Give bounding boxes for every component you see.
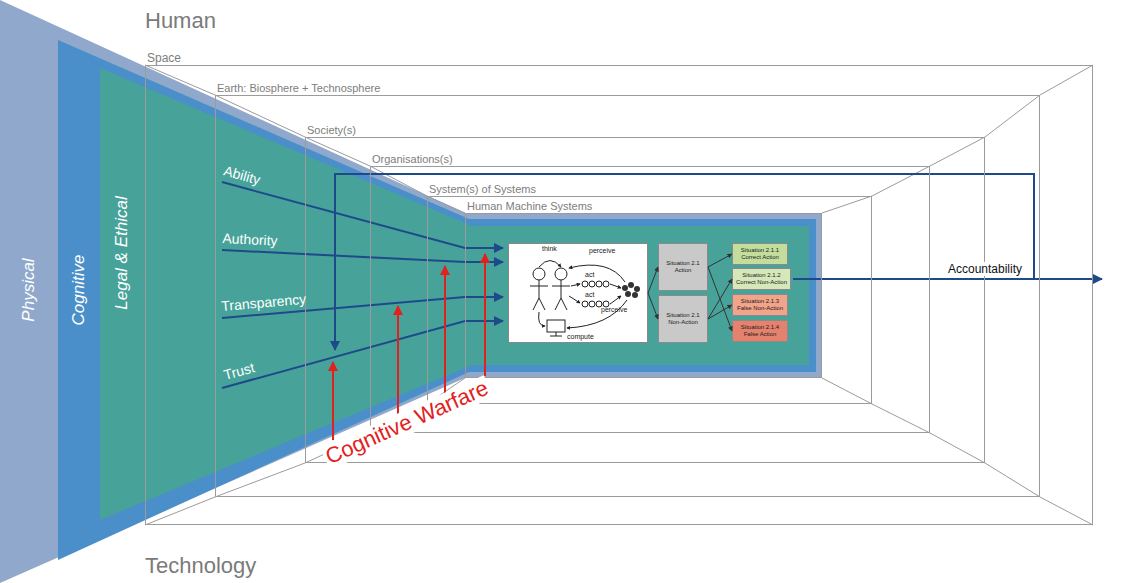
box-text: False Non-Action bbox=[737, 305, 783, 312]
threat-label: Cognitive Warfare bbox=[320, 375, 494, 470]
factor-arrow bbox=[222, 321, 503, 388]
act-arrow bbox=[610, 296, 621, 304]
stick-figures bbox=[530, 261, 627, 337]
option-dot bbox=[596, 281, 602, 287]
attack-arrow bbox=[332, 362, 334, 440]
box-text: Situation 2.1.2 bbox=[742, 272, 780, 279]
band-label: Physical bbox=[19, 258, 39, 321]
act-arrow bbox=[569, 296, 580, 303]
illustration-label: perceive bbox=[601, 306, 627, 314]
illustration-label: perceive bbox=[589, 247, 615, 255]
figure-body bbox=[552, 280, 570, 310]
box-text: Situation 2.1 bbox=[666, 260, 699, 267]
frame-label: System(s) of Systems bbox=[429, 183, 536, 196]
factor-label: Authority bbox=[222, 230, 278, 249]
figure-head bbox=[555, 268, 567, 280]
illustration-label: act bbox=[585, 271, 594, 279]
accountability-label: Accountability bbox=[946, 262, 1024, 276]
outcome-box: Situation 2.1.1Correct Action bbox=[732, 243, 788, 265]
flow-connector bbox=[648, 293, 658, 319]
environment-icon bbox=[622, 282, 640, 298]
factor-arrows bbox=[222, 182, 503, 388]
flow-connector bbox=[708, 254, 732, 267]
depth-line bbox=[822, 378, 1093, 525]
box-text: Situation 2.1.3 bbox=[741, 298, 779, 305]
factor-label: Ability bbox=[222, 163, 262, 188]
compute-arc bbox=[539, 312, 545, 326]
band-label: Cognitive bbox=[69, 255, 89, 326]
box-text: Situation 2.1.1 bbox=[741, 247, 779, 254]
computer-screen bbox=[547, 320, 565, 332]
perceive-arc bbox=[567, 300, 627, 328]
environment-dot bbox=[634, 286, 640, 292]
environment-dot bbox=[628, 282, 634, 288]
frame-label: Earth: Biosphere + Technosphere bbox=[217, 82, 380, 95]
act-arrow bbox=[571, 284, 580, 286]
situation-box: Situation 2.1Action bbox=[658, 243, 708, 291]
think-arc bbox=[539, 261, 561, 268]
frame-label: Human Machine Systems bbox=[467, 200, 592, 213]
human-machine-illustration bbox=[509, 244, 647, 342]
box-text: Correct Non-Action bbox=[736, 279, 787, 286]
option-dot bbox=[603, 281, 609, 287]
outcome-box: Situation 2.1.3False Non-Action bbox=[732, 294, 788, 316]
box-text: Action bbox=[675, 267, 692, 274]
flow-connector bbox=[648, 267, 658, 293]
illustration-label: compute bbox=[567, 333, 594, 341]
frame-label: Space bbox=[147, 52, 181, 65]
frame-label: Organisations(s) bbox=[372, 153, 453, 166]
illustration-label: act bbox=[585, 291, 594, 299]
computer-stand bbox=[550, 332, 562, 336]
act-arrow bbox=[610, 284, 621, 288]
perceive-arc bbox=[569, 265, 625, 282]
band-fill bbox=[0, 0, 822, 583]
illustration-box: think perceive act act compute perceive bbox=[508, 243, 648, 343]
band-label: Legal & Ethical bbox=[112, 196, 132, 309]
tunnel-depth-lines bbox=[145, 65, 1093, 525]
band-fill bbox=[100, 68, 809, 520]
box-text: Non-Action bbox=[668, 319, 698, 326]
environment-dot bbox=[625, 291, 631, 297]
environment-dot bbox=[632, 292, 638, 298]
flow-connector bbox=[708, 305, 732, 319]
flow-connector bbox=[708, 279, 732, 319]
outcome-box: Situation 2.1.4False Action bbox=[732, 320, 788, 342]
option-dot bbox=[589, 301, 595, 307]
attack-arrow bbox=[397, 306, 399, 414]
axis-label: Technology bbox=[145, 553, 256, 579]
box-text: False Action bbox=[744, 331, 777, 338]
flow-connector bbox=[708, 267, 732, 331]
box-text: Situation 2.1.4 bbox=[741, 324, 779, 331]
outcome-box: Situation 2.1.2Correct Non-Action bbox=[732, 268, 791, 290]
figure-head bbox=[533, 268, 545, 280]
accountability-lines bbox=[335, 174, 1102, 350]
box-text: Correct Action bbox=[741, 254, 779, 261]
factor-arrow bbox=[222, 250, 503, 262]
factor-label: Transparency bbox=[221, 291, 307, 314]
human-machine-frame: Human Machine Systems bbox=[465, 213, 822, 378]
factor-label: Trust bbox=[222, 359, 256, 383]
option-dot bbox=[582, 301, 588, 307]
earth-frame: Earth: Biosphere + TechnosphereSociety(s… bbox=[215, 95, 1040, 497]
accountability-arrow bbox=[793, 278, 1102, 280]
box-text: Situation 2.1 bbox=[666, 312, 699, 319]
figure-body bbox=[530, 280, 548, 310]
depth-line bbox=[822, 65, 1093, 213]
attack-arrow bbox=[484, 254, 486, 376]
frame-label: Society(s) bbox=[307, 124, 356, 137]
attack-arrow bbox=[444, 266, 446, 393]
system-of-systems-frame: System(s) of SystemsHuman Machine System… bbox=[427, 196, 872, 404]
option-dot bbox=[589, 281, 595, 287]
option-dot bbox=[582, 281, 588, 287]
environment-dot bbox=[622, 285, 628, 291]
band-fill bbox=[58, 40, 816, 560]
situation-box: Situation 2.1Non-Action bbox=[658, 295, 708, 343]
illustration-label: think bbox=[542, 245, 557, 253]
axis-label: Human bbox=[145, 8, 216, 34]
